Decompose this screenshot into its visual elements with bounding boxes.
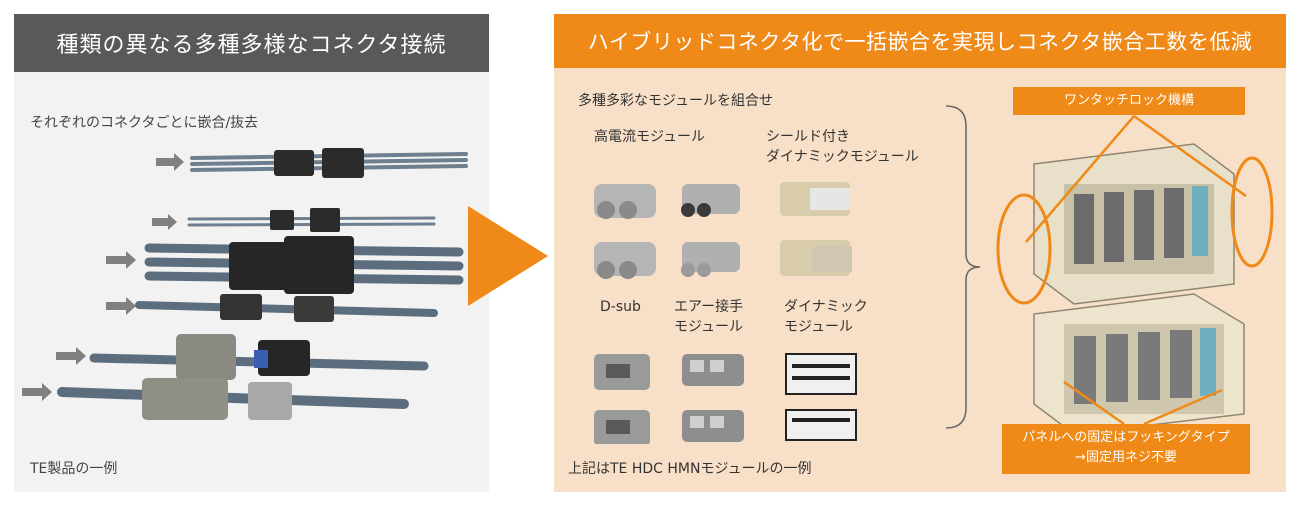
left-subtitle: それぞれのコネクタごとに嵌合/抜去 <box>30 115 259 131</box>
dsub-label: D-sub <box>600 299 641 315</box>
high-current-module-3 <box>594 242 656 279</box>
dsub-module-2 <box>594 410 650 444</box>
connector-row-1 <box>156 148 468 178</box>
air-label-line2: モジュール <box>674 319 744 335</box>
connector-illustration <box>22 148 468 420</box>
air-module-1 <box>682 354 744 386</box>
dynamic-module-2 <box>785 409 857 441</box>
dynamic-module-1 <box>785 353 857 395</box>
dsub-module-1 <box>594 354 650 390</box>
air-label-line1: エアー接手 <box>674 299 744 315</box>
panel-callout: パネルへの固定はフッキングタイプ →固定用ネジ不要 <box>1002 424 1250 474</box>
left-panel: 種類の異なる多種多様なコネクタ接続 それぞれのコネクタごとに嵌合/抜去 <box>14 14 489 492</box>
shielded-module-2 <box>780 240 852 276</box>
left-header: 種類の異なる多種多様なコネクタ接続 <box>14 14 489 72</box>
bracket-icon <box>945 105 981 429</box>
high-current-label: 高電流モジュール <box>594 129 706 145</box>
connector-row-6 <box>22 378 409 420</box>
left-footer: TE製品の一例 <box>30 461 118 477</box>
high-current-module-1 <box>594 184 656 219</box>
combine-label: 多種多彩なモジュールを組合せ <box>578 93 774 109</box>
air-module-2 <box>682 410 744 442</box>
hybrid-connector-illustration <box>996 114 1274 434</box>
high-current-module-4 <box>681 242 740 277</box>
lock-left-highlight <box>996 193 1052 305</box>
connector-row-3 <box>106 236 464 294</box>
connector-row-5 <box>56 334 429 380</box>
shielded-label-line2: ダイナミックモジュール <box>766 149 919 165</box>
high-current-module-2 <box>681 184 740 217</box>
panel-callout-line2: →固定用ネジ不要 <box>1075 450 1177 465</box>
dynamic-label-line2: モジュール <box>784 319 854 335</box>
lock-callout: ワンタッチロック機構 <box>1013 87 1245 115</box>
module-illustrations <box>594 182 857 444</box>
right-header: ハイブリッドコネクタ化で一括嵌合を実現しコネクタ嵌合工数を低減 <box>554 14 1286 68</box>
right-footer: 上記はTE HDC HMNモジュールの一例 <box>568 461 812 477</box>
lock-right-highlight <box>1230 156 1274 268</box>
connector-row-2 <box>152 208 436 232</box>
shielded-module-1 <box>780 182 850 216</box>
dynamic-label-line1: ダイナミック <box>784 299 868 315</box>
transition-arrow-icon <box>468 206 548 306</box>
shielded-label-line1: シールド付き <box>766 129 850 145</box>
connector-row-4 <box>106 294 438 322</box>
right-panel: ハイブリッドコネクタ化で一括嵌合を実現しコネクタ嵌合工数を低減 多種多彩なモジュ… <box>554 14 1286 492</box>
panel-callout-line1: パネルへの固定はフッキングタイプ <box>1022 430 1230 445</box>
